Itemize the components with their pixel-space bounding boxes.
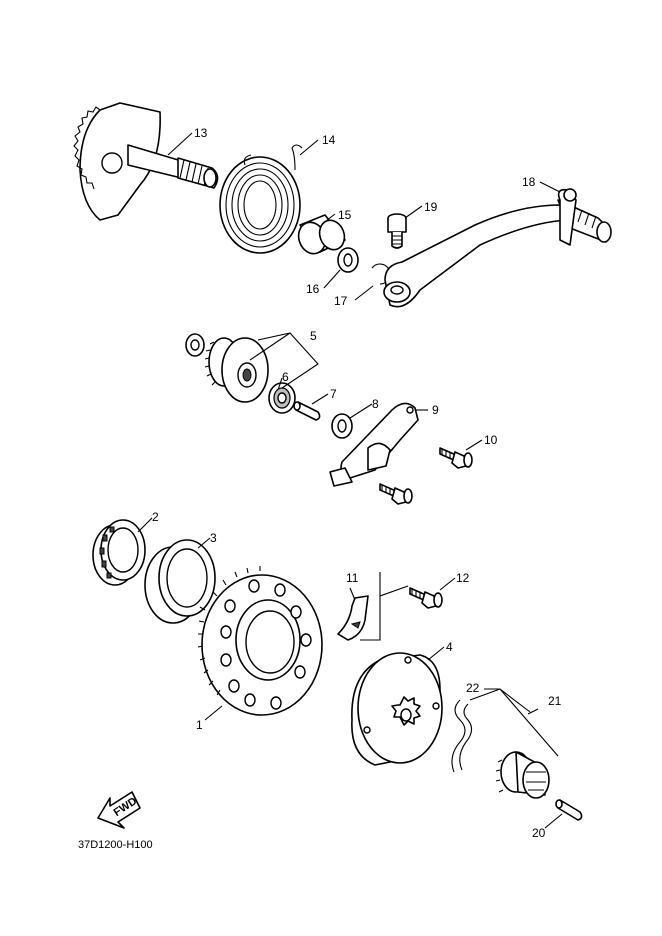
kick-gear-hole (101, 152, 123, 174)
part-4-drive-plate (351, 652, 443, 766)
part-20-pin (555, 799, 583, 821)
part-16-washer (337, 247, 359, 273)
part-21-pinion (495, 751, 550, 799)
part-10-bolts (379, 447, 473, 505)
part-18-kick-crank (383, 188, 612, 308)
kick-gear-teeth (73, 106, 101, 190)
part-5-kick-idle-gear (185, 333, 269, 403)
callout-17: 17 (334, 294, 348, 308)
part-2-needle-bearing (92, 519, 146, 586)
callout-2: 2 (152, 510, 159, 524)
callout-11: 11 (346, 571, 359, 585)
diagram-code: 37D1200-H100 (78, 839, 153, 851)
part-12-bolt (409, 587, 443, 609)
part-3-collar (144, 539, 216, 624)
callout-labels: 13 14 15 16 17 18 19 5 6 7 8 9 10 2 3 11… (152, 126, 562, 840)
part-13-kick-axle (73, 102, 219, 221)
callout-14: 14 (322, 133, 336, 147)
callout-12: 12 (456, 571, 470, 585)
callout-21: 21 (548, 694, 562, 708)
part-22-spring-clip (451, 699, 473, 773)
callout-3: 3 (210, 531, 217, 545)
callout-9: 9 (432, 403, 439, 417)
part-19-bolt (387, 213, 407, 249)
callout-20: 20 (532, 826, 546, 840)
callout-5: 5 (310, 329, 317, 343)
callout-8: 8 (372, 397, 379, 411)
kick-axle-end (203, 168, 217, 188)
callout-18: 18 (522, 175, 536, 189)
part-1-wheel-gear (197, 566, 323, 716)
leader-lines (137, 132, 563, 829)
part-11-stopper (337, 595, 369, 641)
callout-6: 6 (282, 370, 289, 384)
part-15-spacer (297, 214, 346, 255)
callout-7: 7 (330, 387, 337, 401)
callout-1: 1 (196, 718, 203, 732)
callout-16: 16 (306, 282, 320, 296)
callout-19: 19 (424, 200, 438, 214)
callout-4: 4 (446, 640, 453, 654)
callout-10: 10 (484, 433, 498, 447)
part-8-washer (331, 413, 353, 439)
part-7-pin (293, 401, 321, 421)
callout-22: 22 (466, 681, 480, 695)
part-14-kick-spring (219, 144, 303, 254)
part-6-bearing (268, 382, 296, 414)
callout-13: 13 (194, 126, 208, 140)
callout-15: 15 (338, 208, 352, 222)
fwd-arrow-icon: FWD (97, 791, 141, 829)
part-9-bracket (329, 402, 419, 487)
